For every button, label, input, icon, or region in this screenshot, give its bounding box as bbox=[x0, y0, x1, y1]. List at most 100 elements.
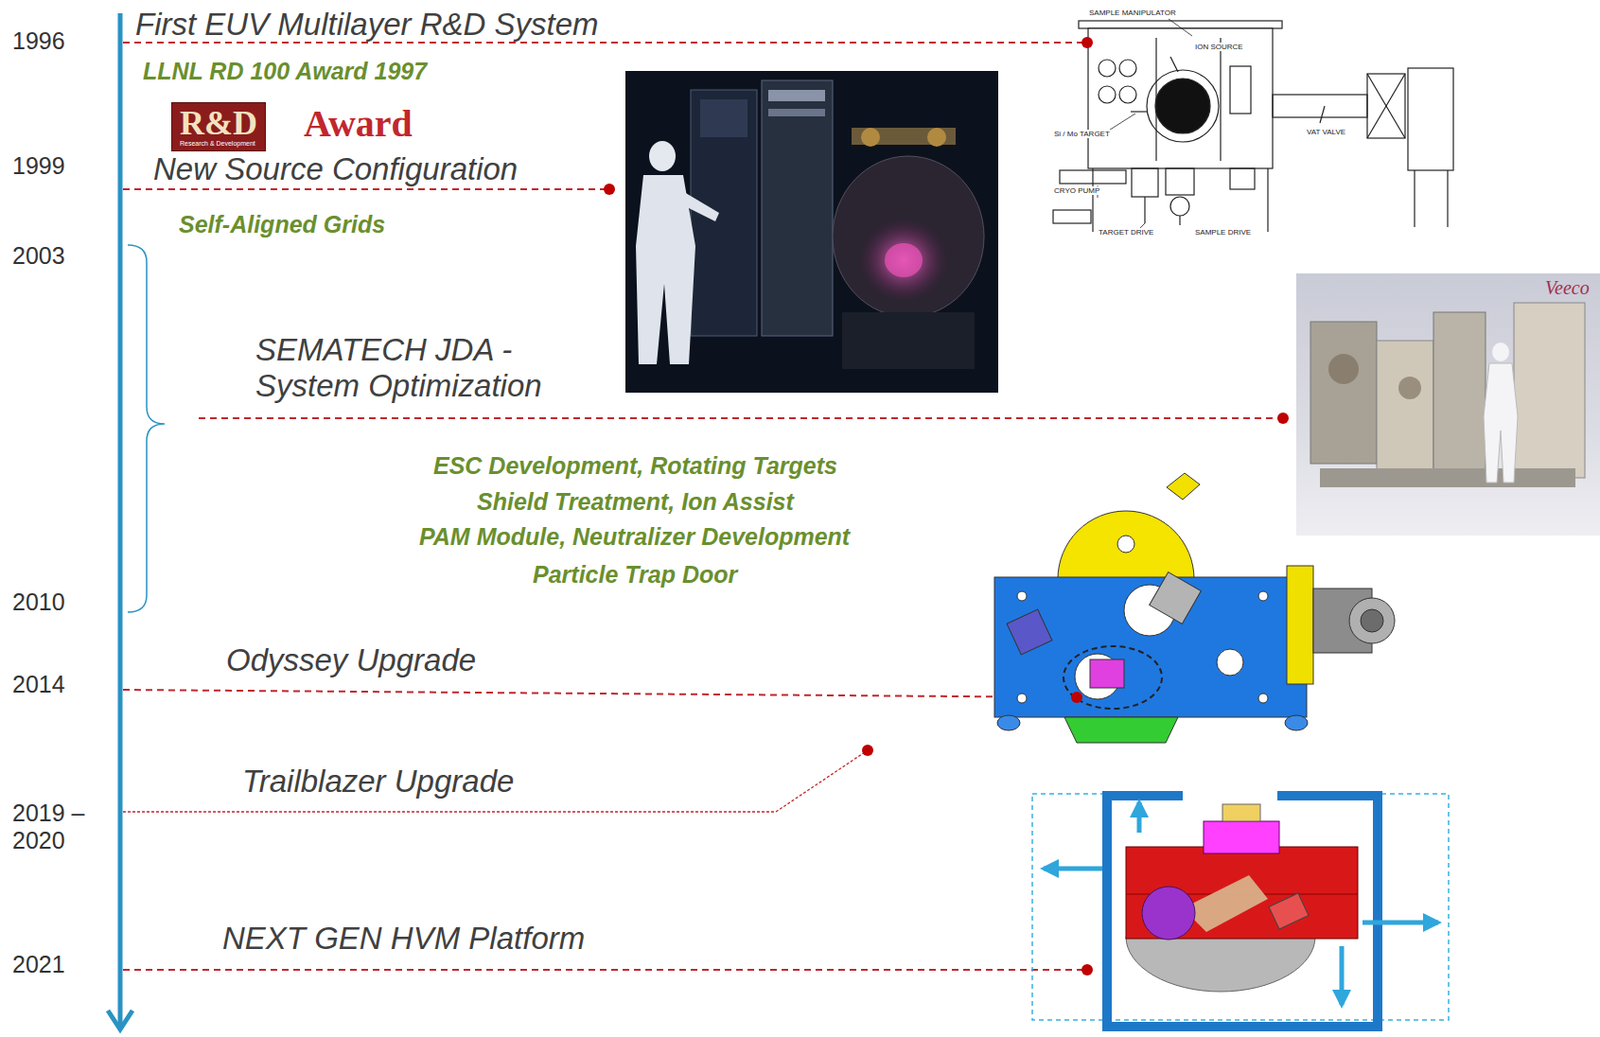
event-label: Odyssey Upgrade bbox=[226, 642, 476, 679]
hvm-platform-cad bbox=[1362, 920, 1439, 926]
vacuum-system-drawing bbox=[1367, 73, 1406, 139]
vacuum-system-drawing bbox=[1446, 170, 1448, 228]
hvm-platform-cad bbox=[1339, 946, 1345, 1005]
odyssey-cad bbox=[1063, 646, 1162, 709]
system-photo bbox=[625, 70, 999, 393]
system-photo bbox=[768, 108, 826, 117]
vacuum-system-drawing bbox=[1053, 20, 1454, 232]
vacuum-system-drawing bbox=[1119, 59, 1137, 77]
system-photo bbox=[842, 312, 975, 370]
odyssey-cad bbox=[994, 473, 1395, 743]
vacuum-system-drawing bbox=[1131, 168, 1159, 197]
vacuum-system-drawing bbox=[1219, 37, 1221, 161]
part-name: VAT VALVE bbox=[1305, 127, 1347, 137]
odyssey-cad bbox=[1071, 691, 1083, 704]
hvm-platform-cad bbox=[1203, 821, 1280, 854]
vacuum-system-drawing bbox=[1130, 110, 1147, 112]
odyssey-cad bbox=[997, 715, 1020, 731]
timeline-axis bbox=[107, 13, 133, 1030]
milestone-note: Self-Aligned Grids bbox=[178, 210, 386, 239]
vacuum-system-drawing bbox=[1367, 73, 1406, 139]
odyssey-cad bbox=[1216, 649, 1244, 676]
part-name: TARGET DRIVE bbox=[1097, 228, 1155, 237]
system-photo bbox=[768, 89, 826, 102]
odyssey-cad bbox=[1017, 693, 1027, 704]
year-label: 2003 bbox=[12, 242, 66, 270]
production-photo bbox=[1296, 273, 1600, 536]
vacuum-system-drawing bbox=[1165, 168, 1195, 195]
part-name: ION SOURCE bbox=[1194, 42, 1245, 52]
timeline-dots bbox=[1277, 412, 1289, 424]
part-name: Si / Mo TARGET bbox=[1053, 129, 1111, 139]
production-photo bbox=[1328, 353, 1359, 385]
year-label: 1996 bbox=[12, 27, 66, 55]
year-label: 2014 bbox=[12, 670, 66, 699]
leader-lines bbox=[123, 188, 610, 191]
odyssey-cad bbox=[1349, 597, 1395, 644]
production-photo bbox=[1296, 273, 1600, 536]
vacuum-system-drawing bbox=[1272, 94, 1368, 118]
hvm-platform-cad bbox=[1125, 846, 1358, 939]
system-photo bbox=[832, 156, 985, 317]
odyssey-cad bbox=[1286, 565, 1314, 685]
system-photo bbox=[927, 127, 947, 147]
odyssey-cad bbox=[1017, 591, 1027, 601]
hvm-platform-cad bbox=[1032, 791, 1449, 1027]
vacuum-system-drawing bbox=[1146, 70, 1219, 142]
milestone-note: ESC Development, Rotating Targets bbox=[433, 452, 838, 480]
production-photo bbox=[1483, 363, 1518, 483]
event-label: SEMATECH JDA - System Optimization bbox=[255, 332, 606, 405]
system-photo bbox=[649, 140, 676, 172]
odyssey-cad bbox=[1360, 609, 1384, 633]
production-photo bbox=[1433, 312, 1486, 474]
hvm-platform-cad bbox=[1182, 875, 1268, 932]
system-photo bbox=[761, 80, 833, 336]
timeline-dots bbox=[861, 744, 874, 757]
vacuum-system-drawing bbox=[1266, 168, 1268, 232]
system-photo bbox=[858, 217, 950, 303]
vacuum-system-drawing bbox=[1119, 86, 1137, 104]
leader-lines bbox=[198, 417, 1284, 420]
odyssey-cad bbox=[1284, 715, 1308, 731]
logo-text: R&D bbox=[179, 105, 258, 141]
vacuum-system-drawing bbox=[1170, 56, 1179, 72]
production-photo bbox=[1376, 340, 1434, 474]
event-label: New Source Configuration bbox=[153, 151, 518, 188]
vacuum-system-drawing bbox=[1367, 73, 1406, 139]
vacuum-system-drawing bbox=[1155, 78, 1211, 134]
hvm-platform-cad bbox=[1043, 866, 1103, 872]
timeline-axis bbox=[107, 1010, 133, 1030]
vacuum-system-drawing bbox=[1407, 68, 1454, 171]
vacuum-system-drawing bbox=[1053, 210, 1091, 224]
timeline-dots bbox=[1081, 36, 1093, 49]
timeline-axis bbox=[118, 13, 124, 1026]
vacuum-system-drawing bbox=[1170, 196, 1190, 216]
system-photo bbox=[677, 189, 720, 222]
production-photo bbox=[1492, 342, 1510, 362]
timeline-dots bbox=[1081, 964, 1093, 976]
system-photo bbox=[884, 243, 923, 278]
vacuum-system-drawing bbox=[1143, 196, 1145, 224]
part-name: SAMPLE DRIVE bbox=[1194, 228, 1252, 237]
part-name: SAMPLE MANIPULATOR bbox=[1088, 8, 1178, 18]
hvm-platform-cad bbox=[1182, 791, 1278, 803]
watermark: Veeco bbox=[1545, 277, 1590, 299]
drawing-leaders bbox=[1168, 18, 1193, 36]
event-label: Trailblazer Upgrade bbox=[242, 763, 514, 800]
milestone-note: PAM Module, Neutralizer Development bbox=[419, 523, 850, 551]
production-photo bbox=[1398, 376, 1422, 400]
event-label: First EUV Multilayer R&D System bbox=[135, 6, 599, 43]
timeline-dots bbox=[603, 183, 616, 195]
odyssey-cad bbox=[1090, 659, 1125, 688]
milestone-note: Shield Treatment, Ion Assist bbox=[476, 488, 794, 516]
milestone-note: LLNL RD 100 Award 1997 bbox=[142, 57, 427, 86]
system-photo bbox=[625, 70, 999, 393]
year-label: 2010 bbox=[12, 588, 66, 616]
odyssey-cad bbox=[1057, 510, 1195, 580]
logo-subtitle: Research & Development bbox=[179, 140, 258, 148]
hvm-platform-cad bbox=[1043, 802, 1439, 1005]
vacuum-system-drawing bbox=[1413, 170, 1415, 228]
year-label: 2021 bbox=[12, 950, 66, 979]
odyssey-cad bbox=[1258, 591, 1268, 601]
vacuum-system-drawing bbox=[1088, 28, 1273, 169]
